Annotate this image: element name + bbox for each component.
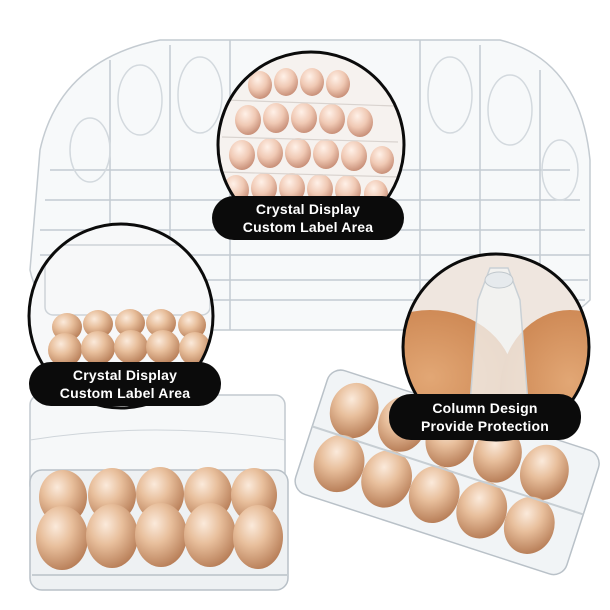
right-carton [294, 369, 600, 576]
callout-top-line1: Crystal Display [255, 201, 361, 217]
callout-right-line1: Column Design [432, 400, 538, 416]
callout-left-line2: Custom Label Area [59, 385, 191, 401]
left-carton [29, 394, 289, 591]
callout-left-line1: Crystal Display [72, 367, 178, 383]
callout-label-top: Crystal Display Custom Label Area [212, 196, 404, 240]
zoom-circle-column [401, 252, 591, 442]
callout-label-right: Column Design Provide Protection [389, 394, 581, 440]
callout-right-line2: Provide Protection [420, 418, 550, 434]
callout-label-left: Crystal Display Custom Label Area [29, 362, 221, 406]
callout-top-line2: Custom Label Area [242, 219, 374, 235]
